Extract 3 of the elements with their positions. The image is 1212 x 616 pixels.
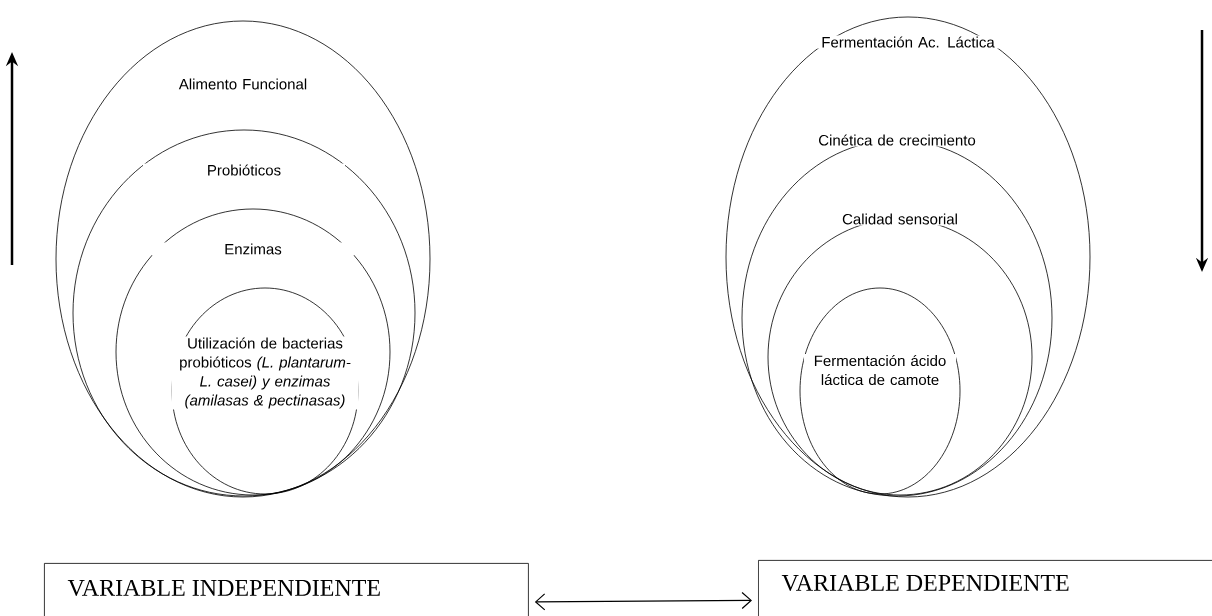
text-box: VARIABLE INDEPENDIENTE	[44, 563, 529, 616]
text-box: VARIABLE DEPENDIENTE	[758, 560, 1212, 616]
arrow	[534, 591, 752, 611]
